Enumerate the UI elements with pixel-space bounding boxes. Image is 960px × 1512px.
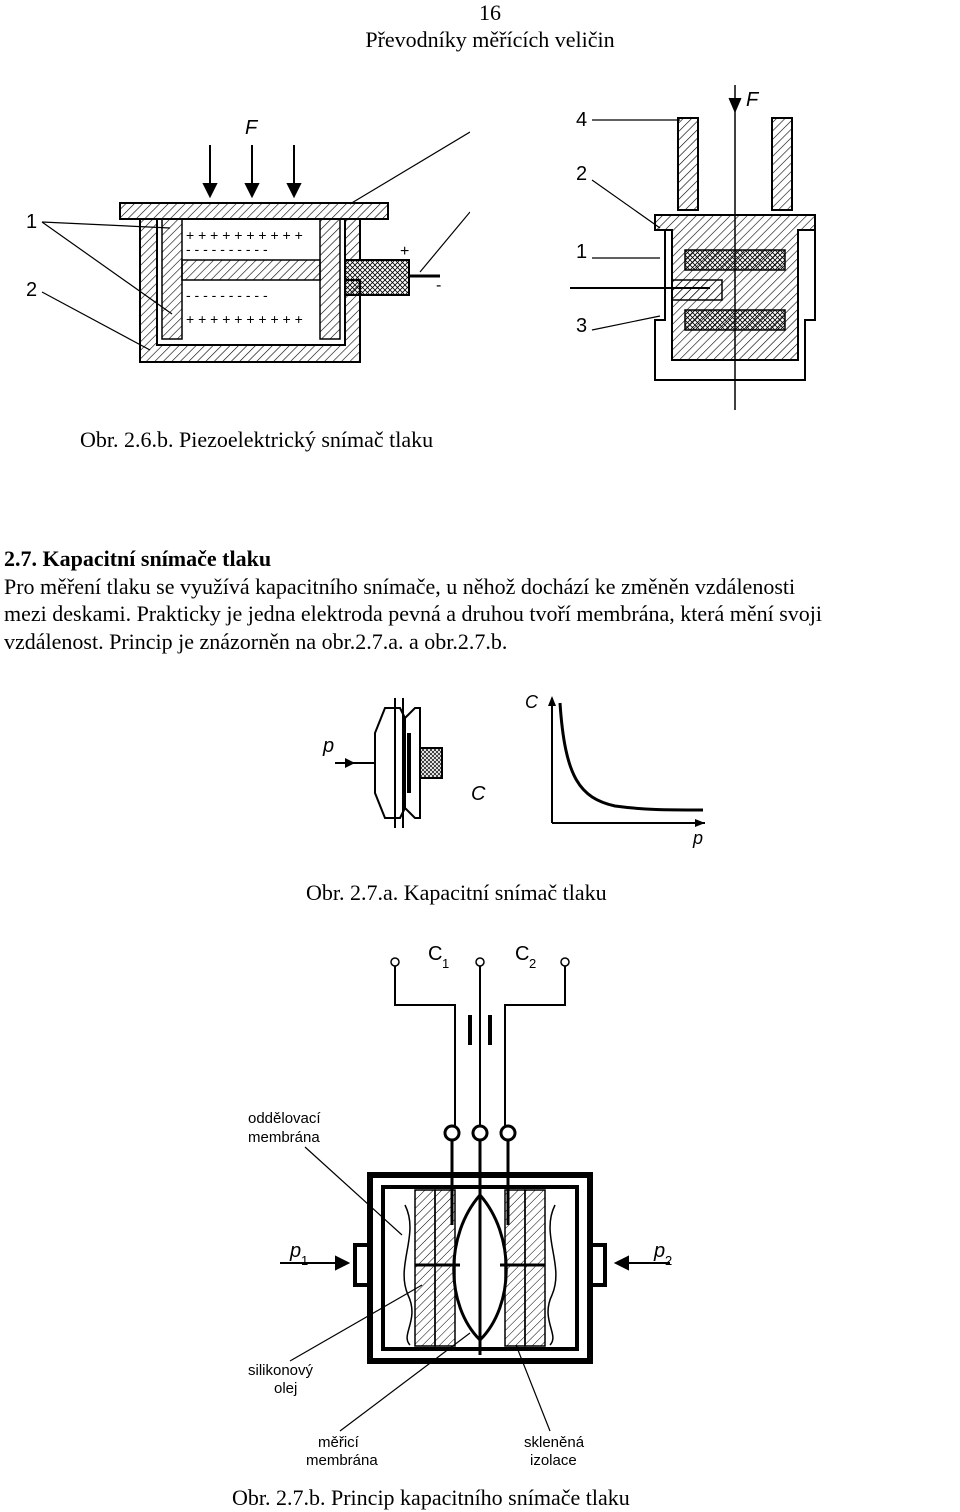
- svg-text:membrána: membrána: [306, 1452, 378, 1469]
- label-silicone-oil: silikonový: [248, 1362, 314, 1379]
- connector: [344, 259, 410, 296]
- svg-text:2: 2: [665, 1253, 672, 1268]
- svg-text:C: C: [471, 783, 486, 805]
- force-arrows: [202, 145, 302, 199]
- svg-text:p: p: [653, 1240, 665, 1262]
- svg-text:2: 2: [529, 956, 536, 971]
- svg-text:1: 1: [576, 241, 587, 263]
- page-number: 16: [479, 0, 501, 25]
- piezo-sensor-diagram-right: F 4 2 1 3: [570, 85, 816, 410]
- capacitive-sensor-diagram: p C C p: [322, 692, 705, 848]
- label-separating-membrane: oddělovací: [248, 1110, 321, 1127]
- figure-caption-2-7-b: Obr. 2.7.b. Princip kapacitního snímače …: [232, 1485, 630, 1510]
- svg-text:C: C: [525, 692, 539, 712]
- svg-text:2: 2: [576, 163, 587, 185]
- piezo-sensor-diagram-left: F + + + + + + + + + + - - - - - - - - - …: [26, 117, 470, 363]
- svg-text:+: +: [400, 243, 409, 260]
- svg-text:p: p: [692, 828, 703, 848]
- label-glass-insulation: skleněná: [524, 1434, 585, 1451]
- figure-caption-2-6-b: Obr. 2.6.b. Piezoelektrický snímač tlaku: [80, 427, 434, 452]
- svg-text:1: 1: [301, 1253, 308, 1268]
- svg-text:izolace: izolace: [530, 1452, 577, 1469]
- paragraph-line-2: mezi deskami. Prakticky je jedna elektro…: [4, 601, 823, 626]
- svg-text:1: 1: [442, 956, 449, 971]
- svg-text:- - - - - - - - - -: - - - - - - - - - -: [186, 241, 268, 257]
- paragraph-line-3: vzdálenost. Princip je znázorněn na obr.…: [4, 628, 508, 654]
- svg-text:2: 2: [26, 279, 37, 301]
- label-measuring-membrane: měřicí: [318, 1434, 360, 1451]
- svg-text:1: 1: [26, 211, 37, 233]
- top-plate: [119, 202, 389, 220]
- svg-text:C: C: [428, 943, 442, 965]
- svg-text:membrána: membrána: [248, 1129, 320, 1146]
- svg-text:C: C: [515, 943, 529, 965]
- force-label-left: F: [245, 117, 259, 139]
- svg-text:p: p: [289, 1240, 301, 1262]
- svg-text:+ + + + + + + + + +: + + + + + + + + + +: [186, 311, 303, 327]
- svg-text:p: p: [322, 735, 334, 757]
- figure-caption-2-7-a: Obr. 2.7.a. Kapacitní snímač tlaku: [306, 880, 607, 905]
- section-2-7: 2.7. Kapacitní snímače tlaku Pro měření …: [4, 545, 960, 655]
- svg-text:-: -: [436, 277, 441, 294]
- paragraph-line-1: Pro měření tlaku se využívá kapacitního …: [4, 573, 796, 599]
- svg-text:3: 3: [576, 315, 587, 337]
- capacitive-principle-diagram: C 1 C 2 p 1 p 2 oddělovací membrána sili…: [248, 943, 672, 1469]
- svg-text:- - - - - - - - - -: - - - - - - - - - -: [186, 287, 268, 303]
- svg-text:4: 4: [576, 109, 587, 131]
- svg-text:F: F: [746, 89, 760, 111]
- section-heading: 2.7. Kapacitní snímače tlaku: [4, 546, 272, 571]
- measuring-membrane: [452, 1192, 508, 1343]
- capacity-curve: [558, 702, 704, 812]
- svg-text:+ + + + + + + + + +: + + + + + + + + + +: [186, 227, 303, 243]
- piezo-crystal: [181, 259, 321, 281]
- running-title: Převodníky měřících veličin: [365, 27, 615, 52]
- svg-text:olej: olej: [274, 1380, 297, 1397]
